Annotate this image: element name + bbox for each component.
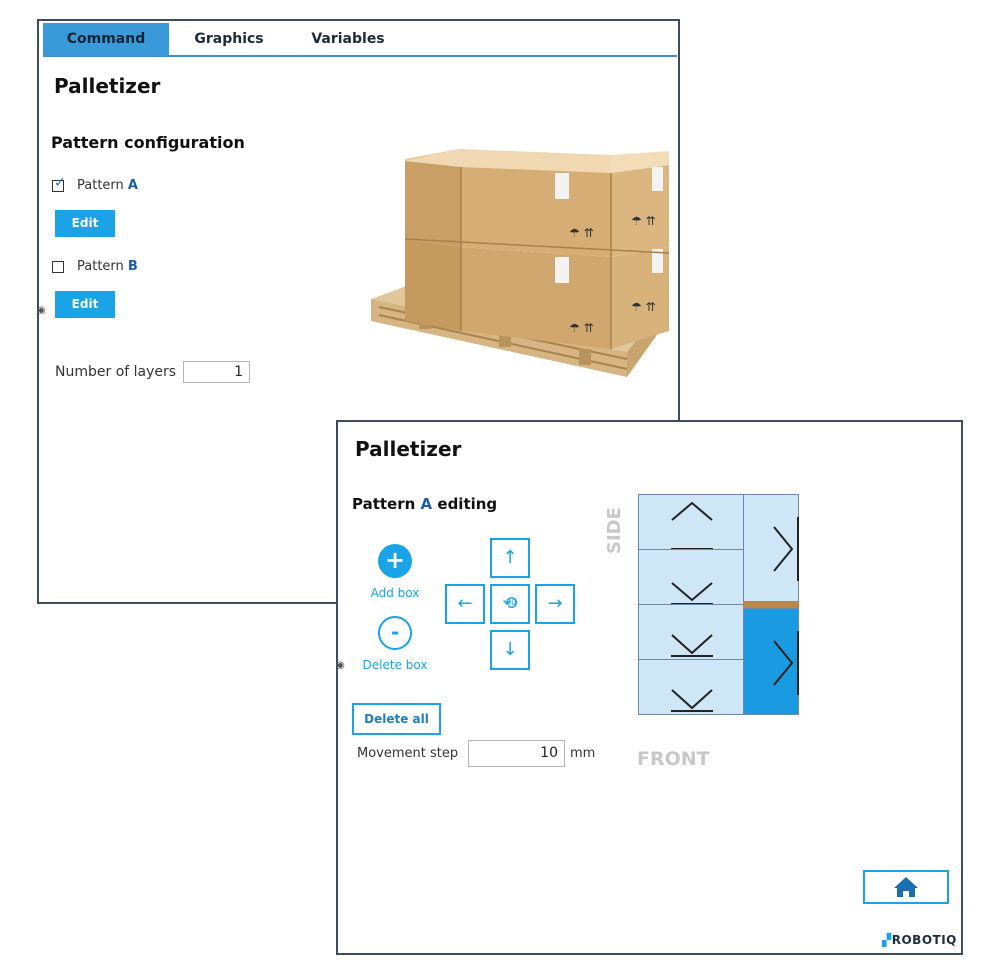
add-box-button[interactable]: + bbox=[378, 544, 412, 578]
layers-input[interactable]: 1 bbox=[183, 361, 250, 383]
page-title: Palletizer bbox=[54, 74, 161, 98]
chevron-up-icon bbox=[671, 501, 713, 550]
robotiq-logo: ▞ROBOTIQ bbox=[882, 933, 957, 947]
side-handle-icon[interactable]: ◉ bbox=[37, 305, 46, 316]
svg-text:☂ ⇈: ☂ ⇈ bbox=[631, 300, 656, 314]
movement-step-label: Movement step bbox=[357, 746, 459, 761]
box-cell[interactable] bbox=[638, 494, 744, 550]
delete-box-label: Delete box bbox=[362, 658, 428, 672]
movement-step-unit: mm bbox=[570, 746, 596, 761]
delete-all-button[interactable]: Delete all bbox=[352, 703, 441, 735]
tab-command[interactable]: Command bbox=[43, 23, 169, 55]
edit-pattern-b-button[interactable]: Edit bbox=[55, 291, 115, 318]
side-label: SIDE bbox=[604, 507, 625, 554]
home-button[interactable] bbox=[863, 870, 949, 904]
movement-step-input[interactable]: 10 bbox=[468, 740, 565, 767]
box-cell-selected[interactable] bbox=[743, 608, 799, 715]
svg-text:☂ ⇈: ☂ ⇈ bbox=[631, 214, 656, 228]
move-up-button[interactable]: ↑ bbox=[490, 538, 530, 578]
chevron-down-icon bbox=[671, 689, 713, 712]
pattern-editing-title: Pattern A editing bbox=[352, 495, 498, 513]
chevron-down-icon bbox=[671, 634, 713, 657]
box-cell[interactable] bbox=[638, 549, 744, 605]
pattern-b-label: Pattern B bbox=[77, 259, 138, 274]
svg-text:☂ ⇈: ☂ ⇈ bbox=[569, 226, 594, 240]
page-title: Palletizer bbox=[355, 437, 462, 461]
pattern-a-label: Pattern A bbox=[77, 178, 138, 193]
delete-box-button[interactable]: - bbox=[378, 616, 412, 650]
edit-pattern-a-button[interactable]: Edit bbox=[55, 210, 115, 237]
tab-graphics[interactable]: Graphics bbox=[194, 31, 264, 47]
chevron-right-icon bbox=[773, 517, 799, 581]
side-handle-icon[interactable]: ◉ bbox=[336, 660, 345, 671]
chevron-down-icon bbox=[671, 582, 713, 605]
chevron-right-icon bbox=[773, 631, 799, 695]
move-left-button[interactable]: ← bbox=[445, 584, 485, 624]
add-box-label: Add box bbox=[370, 586, 420, 600]
pattern-b-checkbox[interactable] bbox=[52, 261, 64, 273]
boxes-on-pallet-image: ☂ ⇈ ☂ ⇈ ☂ ⇈ ☂ ⇈ bbox=[371, 149, 670, 377]
checkmark-icon: ✓ bbox=[54, 175, 66, 191]
box-cell[interactable] bbox=[638, 659, 744, 715]
pattern-a-checkbox[interactable]: ✓ bbox=[52, 175, 66, 192]
tab-bar: Command Graphics Variables bbox=[43, 23, 677, 57]
move-down-button[interactable]: ↓ bbox=[490, 630, 530, 670]
gap-indicator bbox=[743, 601, 799, 608]
robotiq-logo-icon: ▞ bbox=[882, 933, 892, 947]
layers-label: Number of layers bbox=[55, 364, 177, 380]
tab-variables[interactable]: Variables bbox=[311, 31, 385, 47]
front-label: FRONT bbox=[637, 748, 710, 770]
box-cell[interactable] bbox=[743, 494, 799, 602]
section-title: Pattern configuration bbox=[51, 133, 245, 152]
rotate-icon: ⟲ bbox=[502, 593, 518, 614]
move-right-button[interactable]: → bbox=[535, 584, 575, 624]
home-icon bbox=[894, 877, 918, 897]
svg-text:☂ ⇈: ☂ ⇈ bbox=[569, 321, 594, 335]
rotate-90-button[interactable]: ⟲90 bbox=[490, 584, 530, 624]
box-cell[interactable] bbox=[638, 604, 744, 660]
pattern-editing-window: Palletizer Pattern A editing + Add box -… bbox=[336, 420, 963, 955]
